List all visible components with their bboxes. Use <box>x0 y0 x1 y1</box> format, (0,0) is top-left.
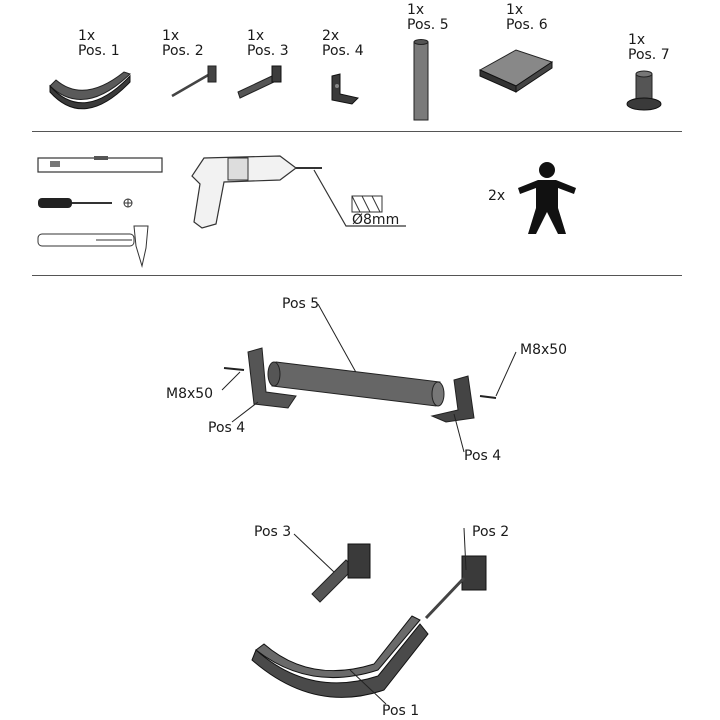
drill-bit-callout <box>313 169 406 227</box>
tube-part-drawing <box>413 39 429 121</box>
rod-bracket-part-drawing <box>171 65 217 98</box>
persons-count: 2x <box>488 188 506 204</box>
part-4-label: Pos. 4 <box>322 43 364 59</box>
seat-mount-assembly <box>251 527 487 705</box>
label-pos5: Pos 5 <box>282 296 320 312</box>
part-3-label: Pos. 3 <box>247 43 289 59</box>
part-6-qty: 1x <box>506 2 524 18</box>
person-icon <box>518 162 576 234</box>
part-4-qty: 2x <box>322 28 340 44</box>
label-pos4-left: Pos 4 <box>208 420 246 436</box>
part-7-qty: 1x <box>628 32 646 48</box>
divider-bottom <box>32 275 682 276</box>
board-part-drawing <box>478 49 554 93</box>
part-1-label: Pos. 1 <box>78 43 120 59</box>
part-6-label: Pos. 6 <box>506 17 548 33</box>
label-screw-left: M8x50 <box>166 386 214 402</box>
curved-seat-part-drawing <box>49 71 131 110</box>
hammer-icon <box>37 225 149 268</box>
part-7-label: Pos. 7 <box>628 47 670 63</box>
thick-rod-bracket-part-drawing <box>237 65 282 99</box>
tube-mount-assembly <box>221 303 517 453</box>
power-drill-icon <box>191 155 322 229</box>
part-5-label: Pos. 5 <box>407 17 449 33</box>
label-pos2: Pos 2 <box>472 524 510 540</box>
drill-bit-size: Ø8mm <box>352 212 400 228</box>
label-pos1: Pos 1 <box>382 703 420 719</box>
part-1-qty: 1x <box>78 28 96 44</box>
spirit-level-icon <box>37 156 163 173</box>
part-5-qty: 1x <box>407 2 425 18</box>
part-2-qty: 1x <box>162 28 180 44</box>
angle-bracket-part-drawing <box>331 73 359 105</box>
part-2-label: Pos. 2 <box>162 43 204 59</box>
label-pos4-right: Pos 4 <box>464 448 502 464</box>
screwdriver-icon <box>38 198 133 208</box>
knob-part-drawing <box>626 70 662 111</box>
divider-top <box>32 131 682 132</box>
part-3-qty: 1x <box>247 28 265 44</box>
label-pos3: Pos 3 <box>254 524 292 540</box>
label-screw-right: M8x50 <box>520 342 568 358</box>
